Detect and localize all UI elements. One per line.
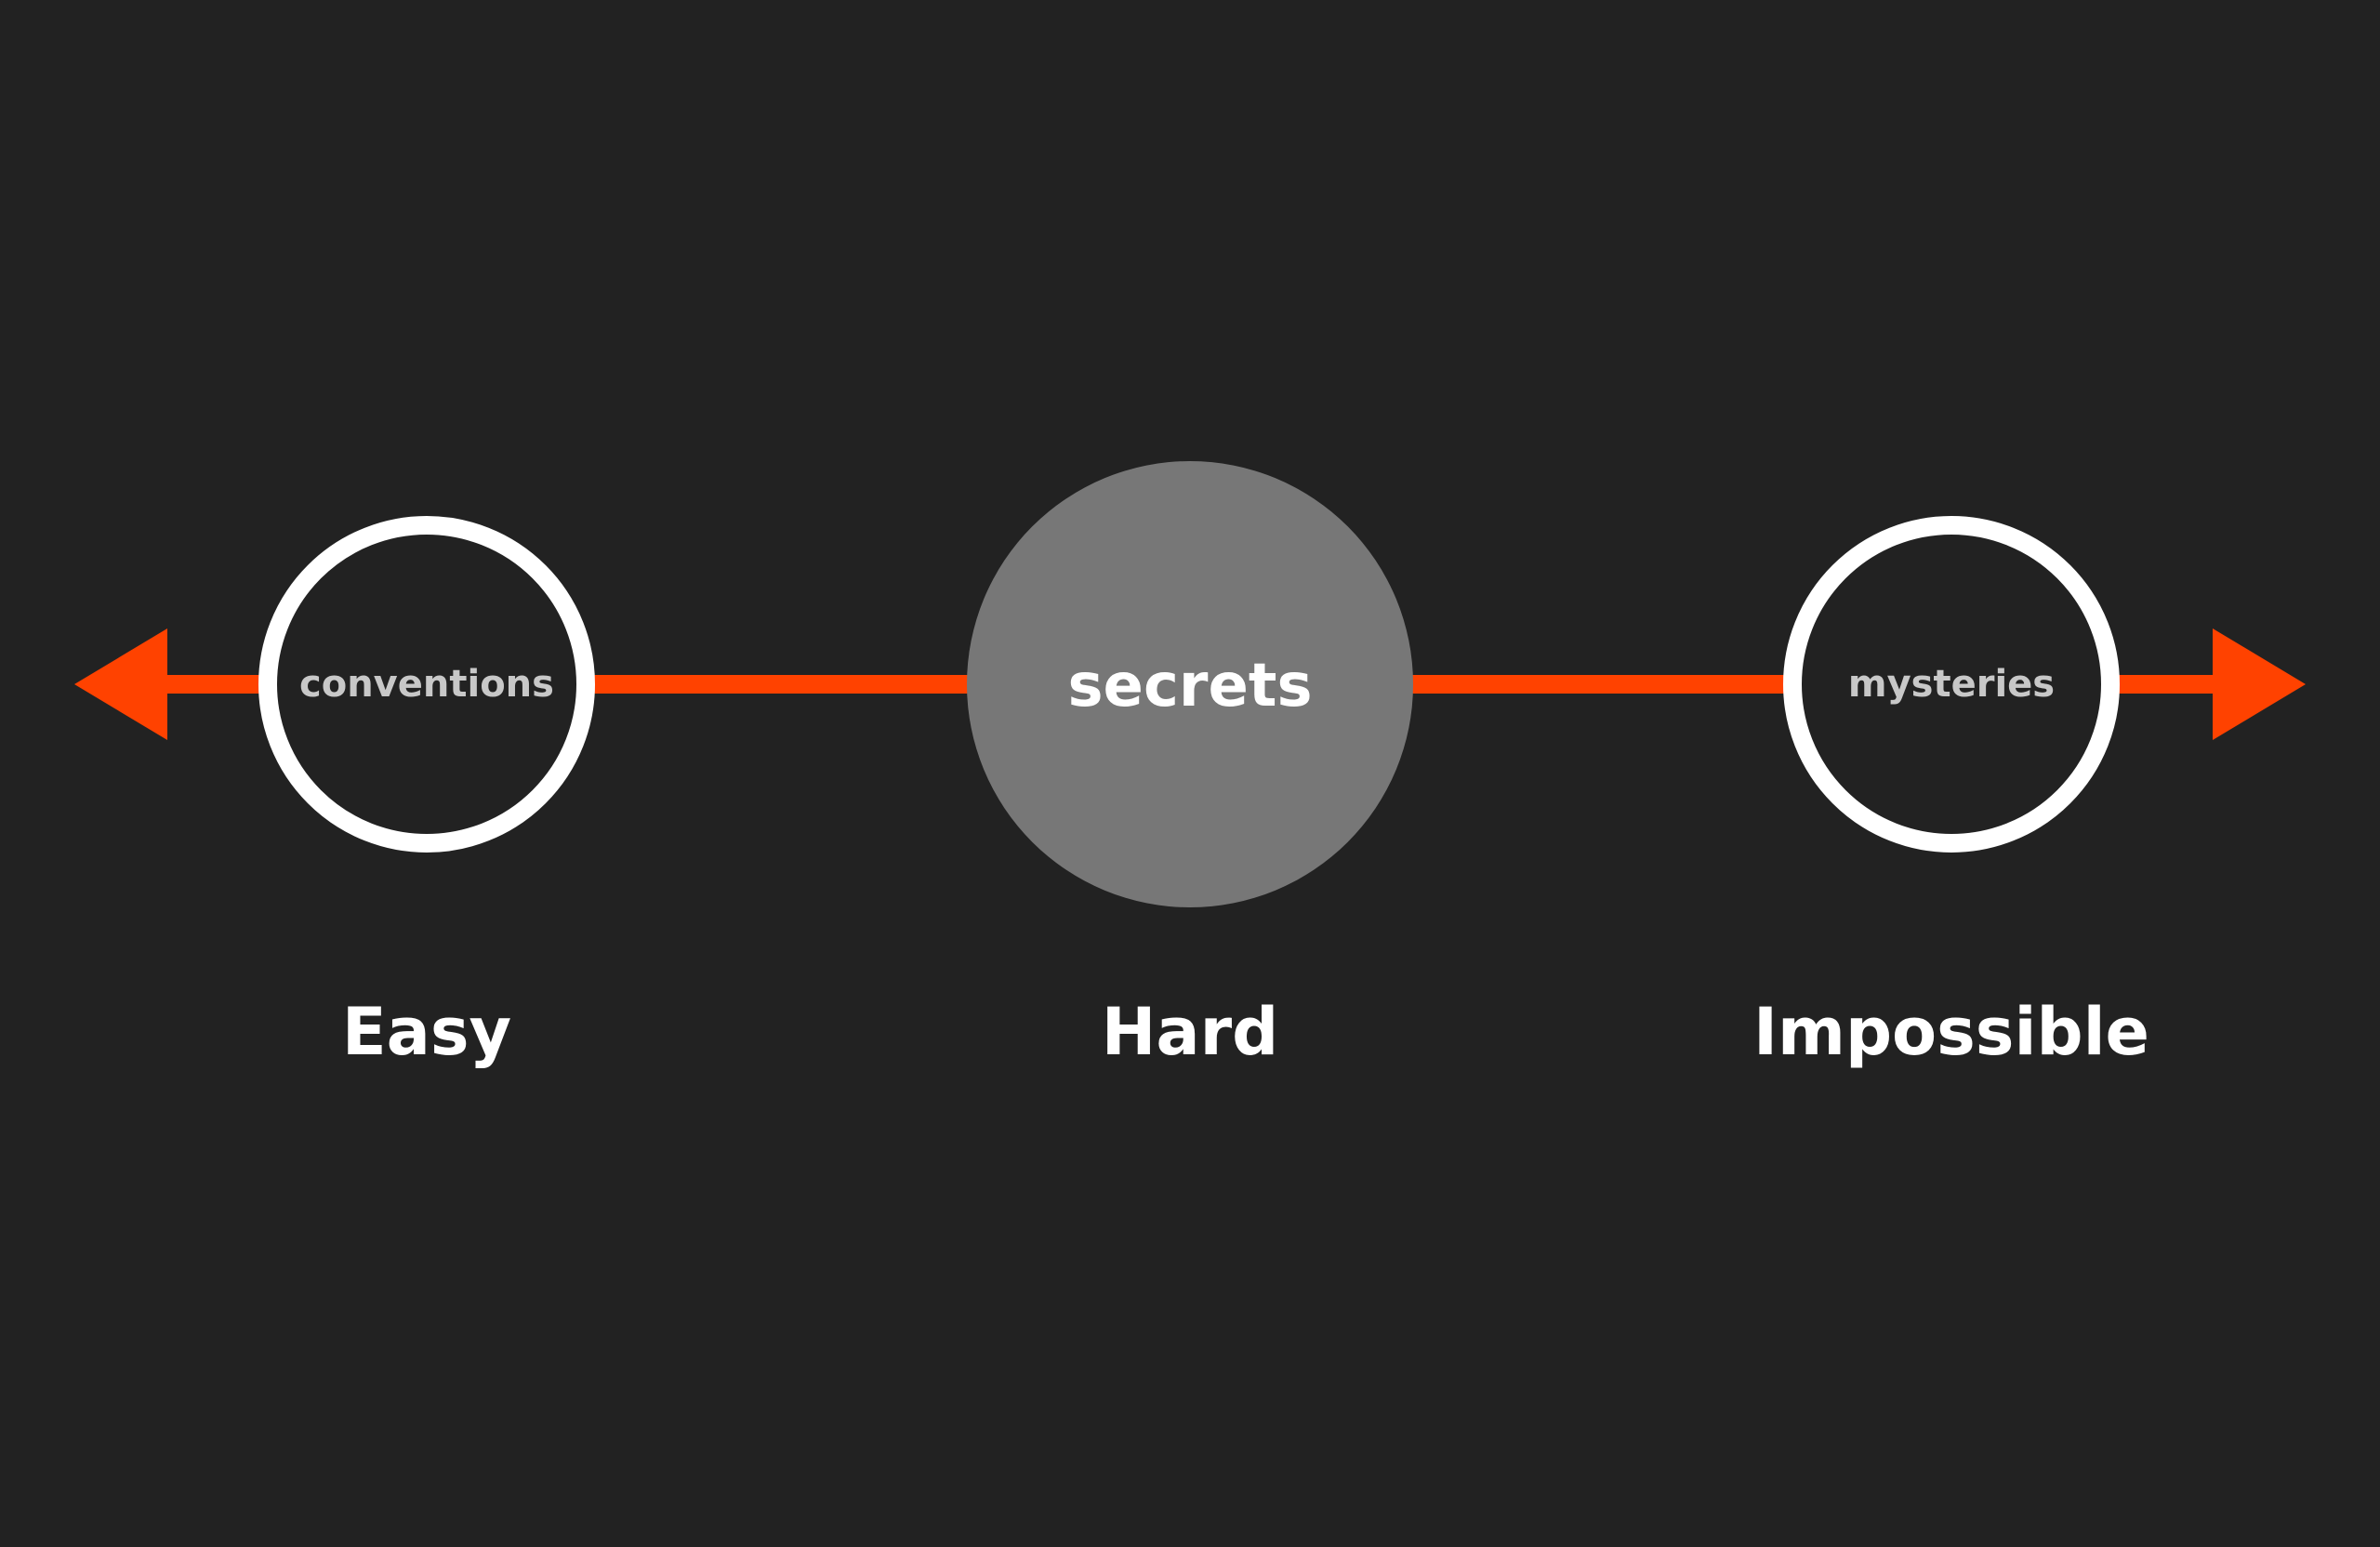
node-secrets: secrets: [967, 461, 1413, 907]
node-filled-circle: [967, 461, 1413, 907]
node-ring: [1783, 516, 2120, 853]
level-impossible: Impossible: [1753, 994, 2149, 1070]
node-mysteries: mysteries: [1783, 516, 2120, 853]
level-hard: Hard: [1102, 994, 1278, 1070]
node-conventions: conventions: [258, 516, 595, 853]
difficulty-levels: Easy Hard Impossible: [342, 994, 2149, 1070]
level-easy: Easy: [342, 994, 511, 1070]
arrow-left-icon: [74, 628, 167, 740]
arrow-right-icon: [2213, 628, 2306, 740]
node-label: mysteries: [1848, 663, 2055, 706]
node-label: secrets: [1067, 652, 1312, 721]
node-ring: [258, 516, 595, 853]
node-label: conventions: [299, 663, 554, 706]
